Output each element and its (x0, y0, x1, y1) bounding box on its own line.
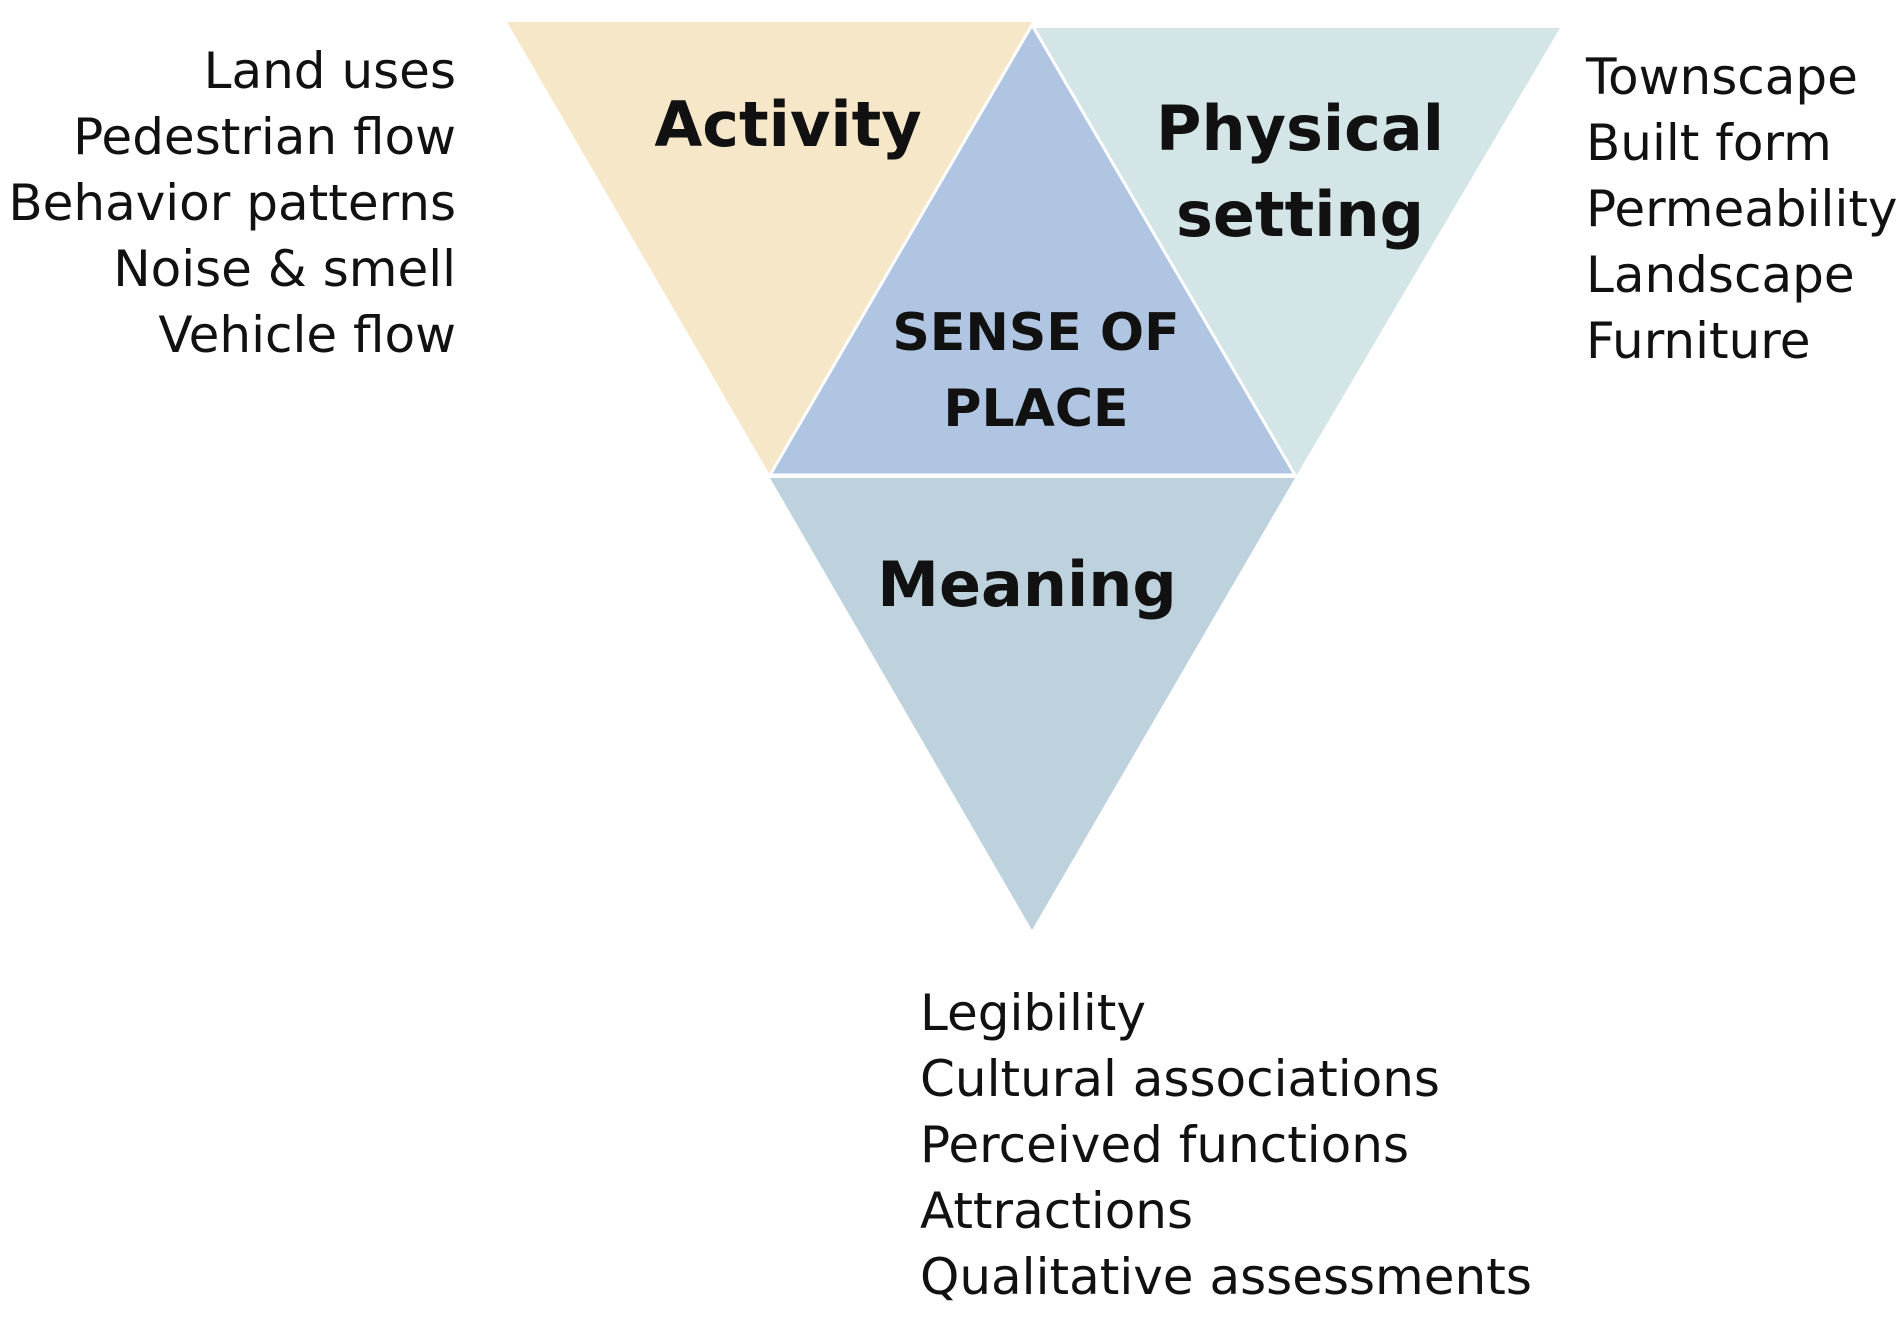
physical-setting-attribute: Built form (1586, 114, 1832, 172)
meaning-attributes: Legibility Cultural associations Perceiv… (920, 980, 1532, 1310)
meaning-attribute: Cultural associations (920, 1050, 1440, 1108)
activity-attributes: Land uses Pedestrian flow Behavior patte… (8, 38, 456, 368)
meaning-attribute: Legibility (920, 984, 1146, 1042)
physical-setting-attribute: Permeability (1586, 180, 1898, 238)
sense-of-place-label-line2: PLACE (943, 379, 1128, 439)
meaning-attribute: Qualitative assessments (920, 1248, 1532, 1306)
meaning-attribute: Perceived functions (920, 1116, 1410, 1174)
physical-setting-label-line2: setting (1176, 178, 1424, 251)
activity-triangle (507, 22, 1032, 475)
physical-setting-triangle (1032, 28, 1560, 478)
sense-of-place-label-line1: SENSE OF (892, 303, 1179, 363)
physical-setting-attribute: Townscape (1586, 48, 1858, 106)
meaning-attribute: Attractions (920, 1182, 1194, 1240)
activity-attribute: Land uses (203, 42, 456, 100)
physical-setting-label-line1: Physical (1156, 92, 1444, 165)
physical-setting-attribute: Landscape (1586, 246, 1855, 304)
physical-setting-attribute: Furniture (1586, 312, 1811, 370)
sense-of-place-triangle (767, 22, 1298, 477)
meaning-triangle (770, 478, 1295, 930)
activity-attribute: Behavior patterns (8, 174, 456, 232)
activity-attribute: Noise & smell (113, 240, 456, 298)
activity-label: Activity (654, 88, 921, 161)
physical-setting-attributes: Townscape Built form Permeability Landsc… (1586, 44, 1898, 374)
meaning-label: Meaning (877, 548, 1177, 621)
activity-attribute: Pedestrian flow (73, 108, 456, 166)
activity-attribute: Vehicle flow (158, 306, 456, 364)
